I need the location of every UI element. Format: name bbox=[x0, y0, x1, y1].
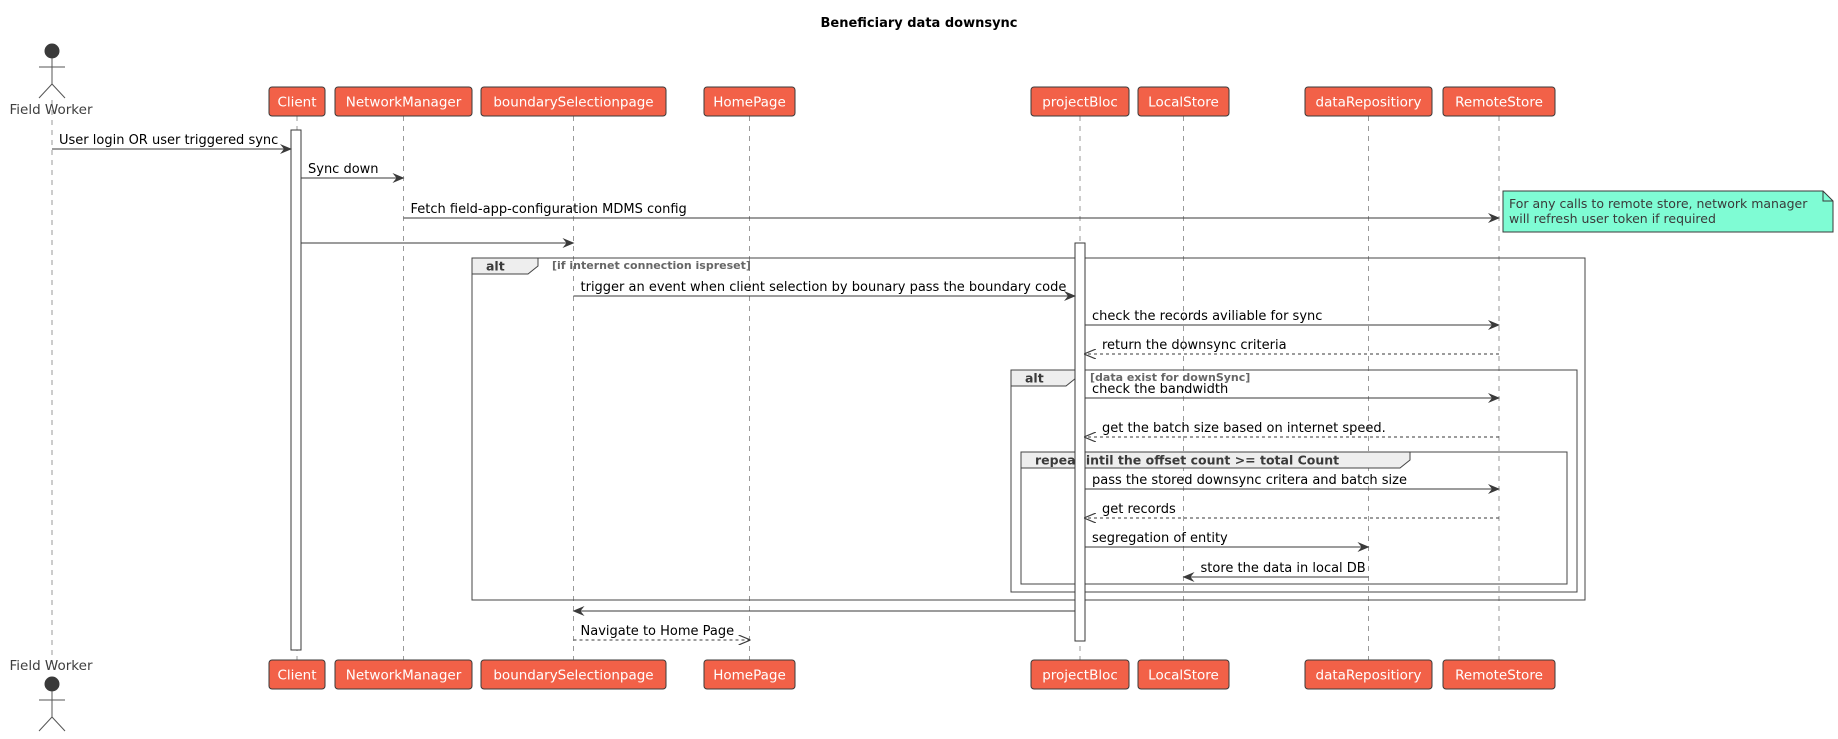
frame-repeat: repeat intil the offset count >= total C… bbox=[1020, 451, 1568, 585]
message-label: check the records aviliable for sync bbox=[1092, 309, 1322, 324]
participant-label: dataRepositiory bbox=[1316, 95, 1422, 111]
message-label: trigger an event when client selection b… bbox=[581, 280, 1067, 295]
participant-label: NetworkManager bbox=[346, 668, 462, 684]
message-label: pass the stored downsync critera and bat… bbox=[1092, 473, 1407, 488]
participant-homepage-bottom: HomePage bbox=[703, 659, 796, 690]
participant-boundaryselectionpage-bottom: boundarySelectionpage bbox=[480, 659, 667, 690]
message-5: trigger an event when client selection b… bbox=[573, 280, 1076, 301]
note-line-2: will refresh user token if required bbox=[1509, 211, 1716, 226]
participant-label: boundarySelectionpage bbox=[493, 668, 653, 684]
message-label: check the bandwidth bbox=[1092, 382, 1228, 397]
participant-remotestore-top: RemoteStore bbox=[1442, 86, 1556, 117]
message-8: check the bandwidth bbox=[1085, 382, 1500, 403]
frame-keyword: alt bbox=[486, 259, 505, 274]
participant-label: boundarySelectionpage bbox=[493, 95, 653, 111]
actor-head-icon bbox=[44, 43, 60, 59]
combined-fragments: alt [if internet connection ispreset] alt [… bbox=[471, 257, 1586, 601]
frame-alt-2: alt [data exist for downSync] bbox=[1010, 369, 1578, 593]
participant-label: Client bbox=[277, 95, 316, 111]
frame-guard: [if internet connection ispreset] bbox=[552, 259, 751, 272]
message-3: Fetch field-app-configuration MDMS confi… bbox=[403, 202, 1500, 223]
participant-label: Client bbox=[277, 668, 316, 684]
participant-networkmanager-top: NetworkManager bbox=[334, 86, 473, 117]
participant-networkmanager-bottom: NetworkManager bbox=[334, 659, 473, 690]
participant-client-top: Client bbox=[268, 86, 326, 117]
message-9: get the batch size based on internet spe… bbox=[1085, 421, 1499, 437]
participant-label: HomePage bbox=[713, 95, 786, 111]
actor-head-icon bbox=[44, 676, 60, 692]
participant-label: projectBloc bbox=[1042, 668, 1118, 684]
actor-label: Field Worker bbox=[9, 102, 92, 118]
frame-guard: [data exist for downSync] bbox=[1090, 371, 1250, 384]
message-1: User login OR user triggered sync bbox=[52, 133, 292, 154]
participant-homepage-top: HomePage bbox=[703, 86, 796, 117]
message-label: Sync down bbox=[308, 162, 379, 177]
message-15: Navigate to Home Page bbox=[573, 624, 750, 640]
message-label: get the batch size based on internet spe… bbox=[1102, 421, 1386, 436]
participant-label: dataRepositiory bbox=[1316, 668, 1422, 684]
message-13: store the data in local DB bbox=[1182, 561, 1369, 582]
message-label: segregation of entity bbox=[1092, 531, 1228, 546]
participant-localstore-top: LocalStore bbox=[1137, 86, 1230, 117]
participant-client-bottom: Client bbox=[268, 659, 326, 690]
activation-projectbloc bbox=[1074, 242, 1086, 642]
actor-field-worker-top: Field Worker bbox=[9, 43, 93, 118]
actor-field-worker-bottom: Field Worker bbox=[9, 658, 93, 732]
participant-datarepositiory-bottom: dataRepositiory bbox=[1304, 659, 1433, 690]
participant-projectbloc-bottom: projectBloc bbox=[1030, 659, 1130, 690]
message-12: segregation of entity bbox=[1085, 531, 1370, 552]
frame-alt-1: alt [if internet connection ispreset] bbox=[471, 257, 1586, 601]
message-2: Sync down bbox=[301, 162, 405, 183]
participant-label: projectBloc bbox=[1042, 95, 1118, 111]
note-line-1: For any calls to remote store, network m… bbox=[1509, 196, 1808, 211]
message-11: get records bbox=[1085, 502, 1499, 518]
message-label: get records bbox=[1102, 502, 1176, 517]
participant-label: LocalStore bbox=[1148, 668, 1219, 684]
participant-label: RemoteStore bbox=[1455, 668, 1543, 684]
participant-localstore-bottom: LocalStore bbox=[1137, 659, 1230, 690]
diagram-title: Beneficiary data downsync bbox=[820, 16, 1017, 31]
message-10: pass the stored downsync critera and bat… bbox=[1085, 473, 1500, 494]
token-refresh-note: For any calls to remote store, network m… bbox=[1502, 190, 1834, 233]
participant-boundaryselectionpage-top: boundarySelectionpage bbox=[480, 86, 667, 117]
message-label: User login OR user triggered sync bbox=[59, 133, 278, 148]
message-6: check the records aviliable for sync bbox=[1085, 309, 1500, 330]
message-label: Fetch field-app-configuration MDMS confi… bbox=[411, 202, 687, 217]
lifelines bbox=[51, 100, 1500, 664]
participant-label: HomePage bbox=[713, 668, 786, 684]
activation-client bbox=[290, 129, 302, 651]
message-label: return the downsync criteria bbox=[1102, 338, 1287, 353]
frame-keyword: repeat intil the offset count >= total C… bbox=[1035, 453, 1339, 468]
message-7: return the downsync criteria bbox=[1085, 338, 1499, 354]
participant-label: RemoteStore bbox=[1455, 95, 1543, 111]
actor-label: Field Worker bbox=[9, 658, 92, 674]
participant-remotestore-bottom: RemoteStore bbox=[1442, 659, 1556, 690]
participant-projectbloc-top: projectBloc bbox=[1030, 86, 1130, 117]
activation-bars bbox=[290, 129, 1086, 651]
participant-datarepositiory-top: dataRepositiory bbox=[1304, 86, 1433, 117]
participant-label: LocalStore bbox=[1148, 95, 1219, 111]
participant-label: NetworkManager bbox=[346, 95, 462, 111]
message-label: store the data in local DB bbox=[1201, 561, 1366, 576]
frame-keyword: alt bbox=[1025, 371, 1044, 386]
message-label: Navigate to Home Page bbox=[581, 624, 735, 639]
